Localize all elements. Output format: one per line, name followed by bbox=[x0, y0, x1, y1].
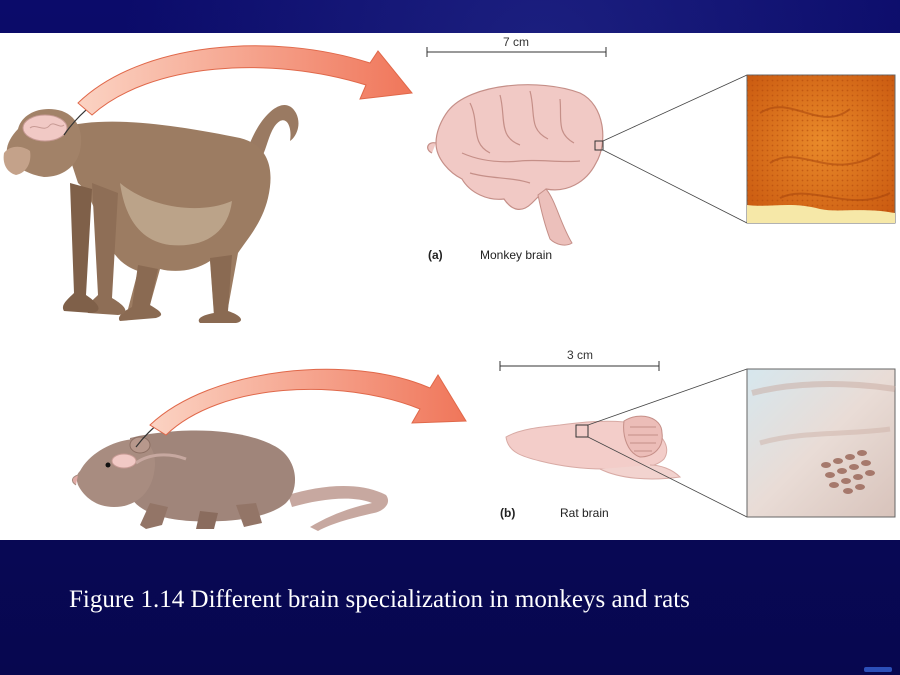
scale-bar-rat: 3 cm bbox=[499, 348, 660, 371]
panel-letter-a: (a) bbox=[428, 248, 443, 262]
scale-label-monkey: 7 cm bbox=[503, 35, 529, 49]
monkey-brain bbox=[427, 84, 604, 246]
figure-image: 7 cm (a) Monkey brain bbox=[0, 33, 900, 540]
arrow-to-monkey-brain bbox=[77, 45, 413, 116]
panel-letter-b: (b) bbox=[500, 506, 515, 520]
arrow-to-rat-brain bbox=[149, 368, 467, 436]
rat-brain bbox=[505, 415, 682, 480]
figure-caption: Figure 1.14 Different brain specializati… bbox=[69, 586, 690, 613]
panel-label-monkey-brain: Monkey brain bbox=[480, 248, 552, 262]
corner-accent bbox=[864, 667, 892, 672]
panel-label-rat-brain: Rat brain bbox=[560, 506, 609, 520]
figure-illustration: 7 cm (a) Monkey brain bbox=[3, 35, 896, 531]
monkey-cortex-inset bbox=[746, 74, 896, 224]
scale-bar-monkey: 7 cm bbox=[426, 35, 607, 57]
rat-cortex-inset bbox=[746, 368, 896, 518]
scale-label-rat: 3 cm bbox=[567, 348, 593, 362]
monkey-illustration bbox=[3, 104, 299, 323]
rat-illustration bbox=[71, 430, 389, 531]
